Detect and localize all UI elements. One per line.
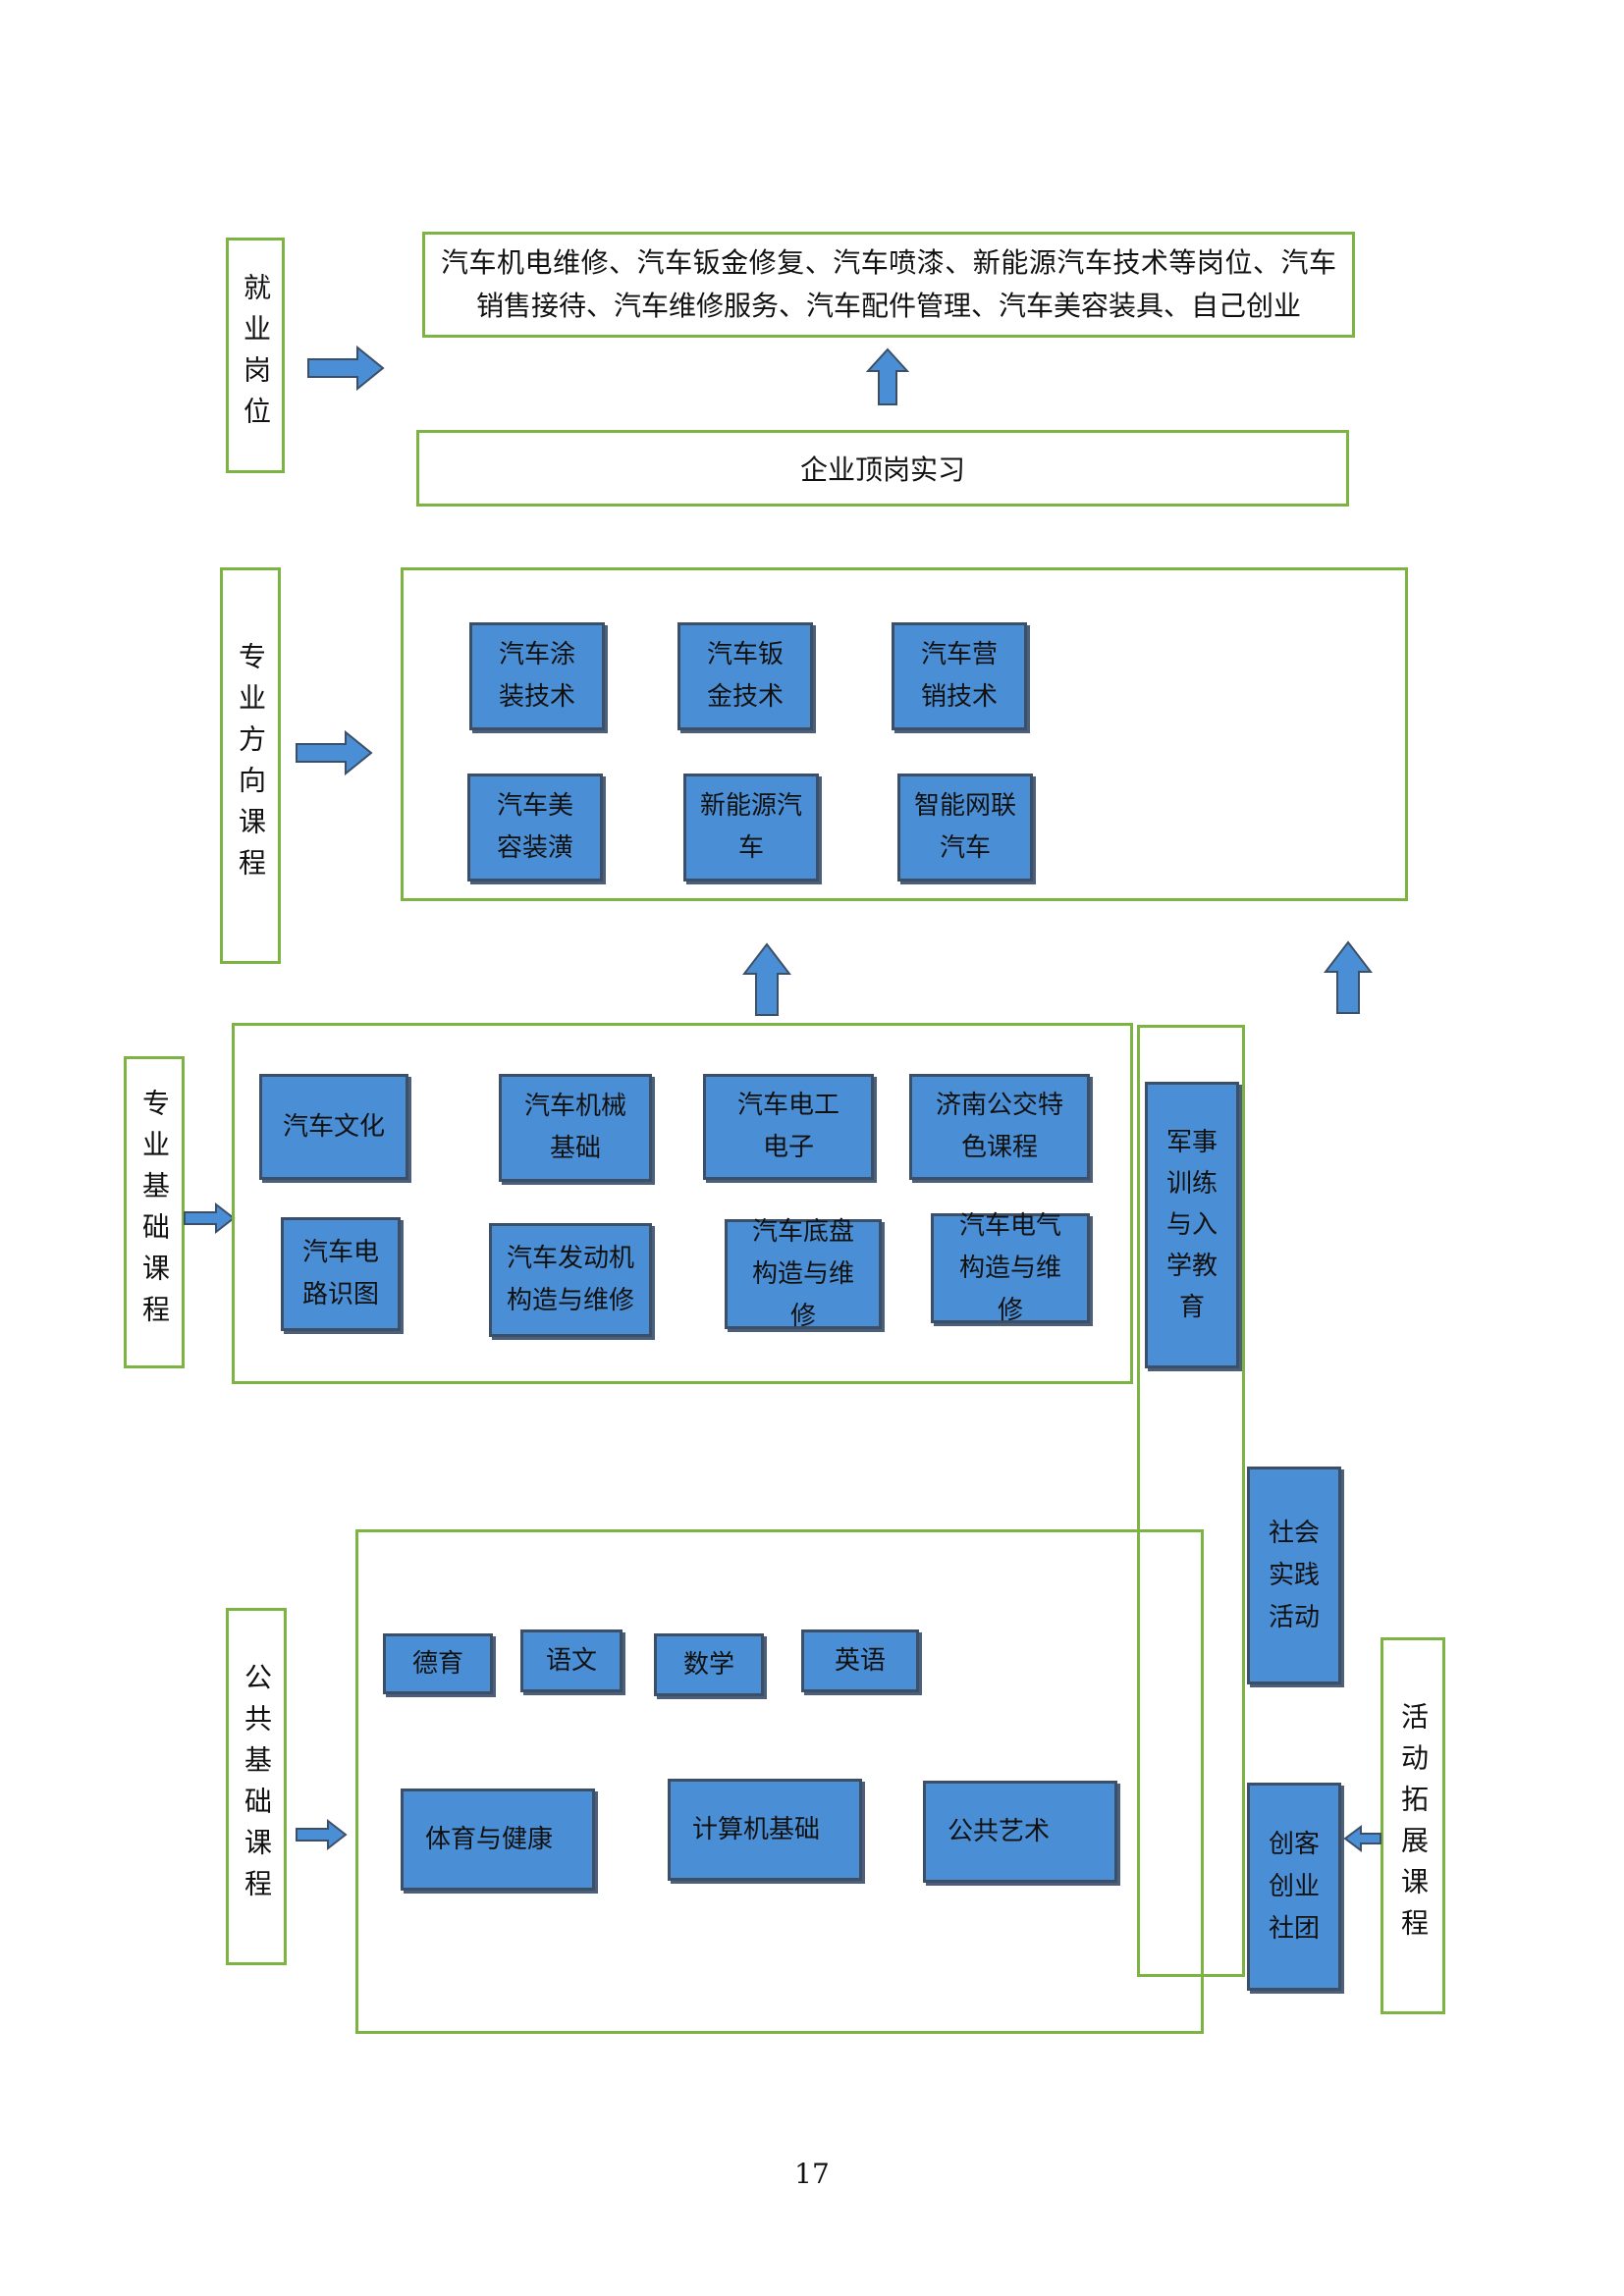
social-practice: 社会实践活动 [1247,1467,1341,1684]
course-new-energy: 新能源汽车 [683,774,819,881]
arrow-up-direction-left [742,942,791,1016]
public-frame [355,1529,1204,2034]
page-number: 17 [794,2158,830,2190]
course-coating: 汽车涂装技术 [469,622,605,730]
arrow-up-internship [866,347,909,405]
label-activity-text: 活动拓展课程 [1397,1702,1430,1949]
arrow-right-jobs [307,345,385,392]
label-activity: 活动拓展课程 [1380,1637,1445,2014]
course-electric-system: 汽车电气构造与维修 [931,1211,1090,1325]
course-sheet-metal: 汽车钣金技术 [677,622,813,730]
maker-club: 创客创业社团 [1247,1783,1341,1991]
military-training: 军事训练与入学教育 [1145,1082,1239,1368]
course-jinan-bus: 济南公交特色课程 [909,1074,1090,1180]
label-jobs-text: 就业岗位 [240,273,272,438]
label-public-basic: 公共基础课程 [226,1608,287,1965]
jobs-text: 汽车机电维修、汽车钣金修复、汽车喷漆、新能源汽车技术等岗位、汽车销售接待、汽车维… [441,246,1336,322]
course-electrical: 汽车电工电子 [703,1074,874,1180]
label-major-direction: 专业方向课程 [220,567,281,964]
activity-frame [1137,1025,1245,1977]
course-english: 英语 [801,1629,919,1692]
course-beauty: 汽车美容装潢 [467,774,603,881]
course-mechanical: 汽车机械基础 [499,1074,652,1182]
course-math: 数学 [654,1633,764,1696]
label-public-basic-text: 公共基础课程 [241,1663,273,1910]
course-computer: 计算机基础 [668,1779,862,1881]
jobs-box: 汽车机电维修、汽车钣金修复、汽车喷漆、新能源汽车技术等岗位、汽车销售接待、汽车维… [422,232,1355,338]
course-connected: 智能网联汽车 [897,774,1033,881]
direction-frame [401,567,1408,901]
arrow-right-direction [296,729,373,776]
arrow-right-public [296,1818,348,1851]
arrow-up-direction-right [1324,940,1373,1014]
course-marketing: 汽车营销技术 [892,622,1027,730]
arrow-left-activity [1343,1825,1381,1852]
label-jobs: 就业岗位 [226,238,285,473]
course-chinese: 语文 [520,1629,623,1692]
internship-box: 企业顶岗实习 [416,430,1349,507]
label-major-direction-text: 专业方向课程 [235,642,267,889]
basic-frame [232,1023,1133,1384]
course-circuit: 汽车电路识图 [281,1217,401,1331]
label-major-basic: 专业基础课程 [124,1056,185,1368]
course-moral: 德育 [383,1633,493,1694]
internship-text: 企业顶岗实习 [799,454,965,486]
course-culture: 汽车文化 [259,1074,408,1180]
arrow-right-basic [184,1201,236,1235]
course-chassis: 汽车底盘构造与维修 [725,1217,882,1331]
course-art: 公共艺术 [923,1781,1117,1883]
course-engine: 汽车发动机构造与维修 [489,1223,652,1337]
course-pe: 体育与健康 [401,1789,595,1891]
label-major-basic-text: 专业基础课程 [138,1089,171,1336]
